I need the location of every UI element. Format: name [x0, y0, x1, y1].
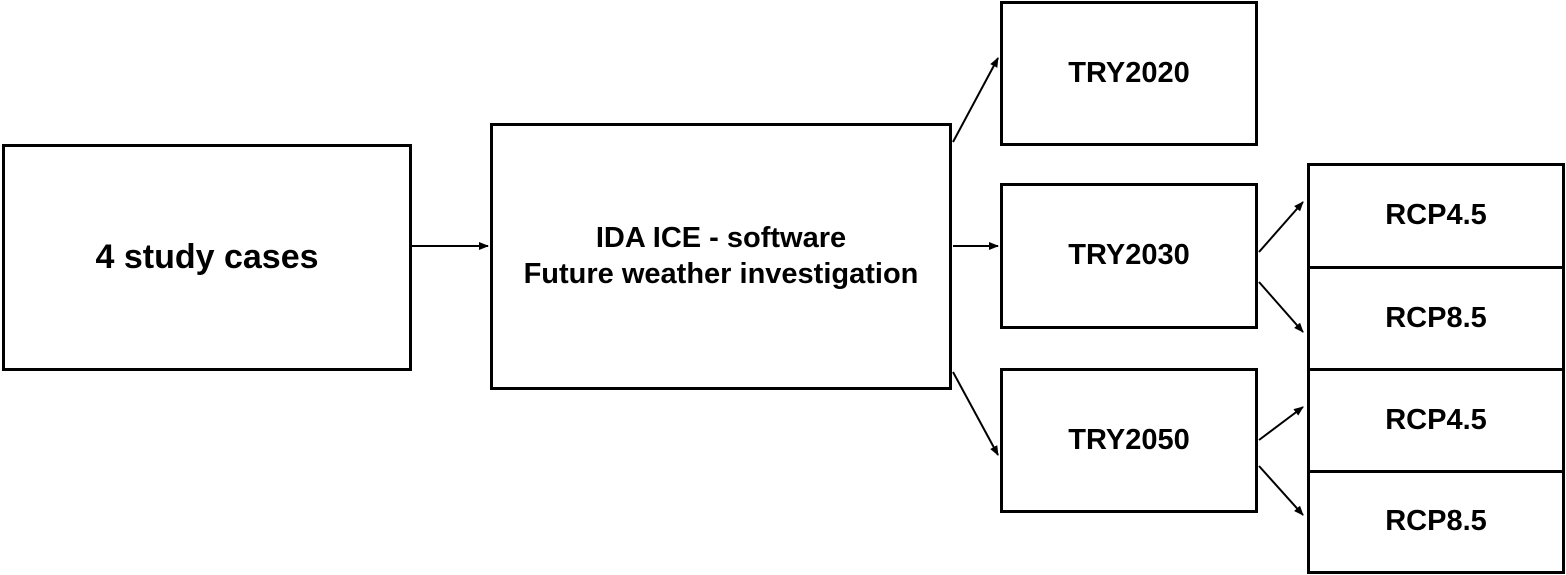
- arrow-try2030-to-rcp85: [1258, 281, 1304, 333]
- software-label-line2: Future weather investigation: [523, 257, 919, 290]
- try2020-label: TRY2020: [1068, 56, 1190, 89]
- study-cases-label: 4 study cases: [95, 237, 319, 276]
- rcp45-2030-box: RCP4.5: [1307, 163, 1565, 269]
- rcp45-2030-label: RCP4.5: [1385, 199, 1487, 232]
- try2050-label: TRY2050: [1068, 423, 1190, 456]
- software-label-line1: IDA ICE - software: [595, 222, 847, 255]
- arrow-try2030-to-rcp45: [1258, 201, 1304, 253]
- study-cases-box: 4 study cases: [2, 144, 412, 371]
- try2030-box: TRY2030: [1000, 183, 1258, 329]
- try2050-box: TRY2050: [1000, 368, 1258, 513]
- rcp85-2050-label: RCP8.5: [1385, 505, 1487, 538]
- arrow-try2050-to-rcp45: [1258, 406, 1304, 441]
- rcp85-2050-box: RCP8.5: [1307, 470, 1565, 574]
- arrow-software-to-try2050: [952, 371, 999, 456]
- rcp45-2050-box: RCP4.5: [1307, 368, 1565, 473]
- rcp45-2050-label: RCP4.5: [1385, 403, 1487, 436]
- try2030-label: TRY2030: [1068, 239, 1190, 272]
- rcp85-2030-box: RCP8.5: [1307, 266, 1565, 371]
- software-box: IDA ICE - software Future weather invest…: [490, 123, 952, 390]
- try2020-box: TRY2020: [1000, 1, 1258, 146]
- arrow-try2050-to-rcp85: [1258, 465, 1304, 516]
- rcp85-2030-label: RCP8.5: [1385, 301, 1487, 334]
- arrow-software-to-try2020: [952, 57, 999, 143]
